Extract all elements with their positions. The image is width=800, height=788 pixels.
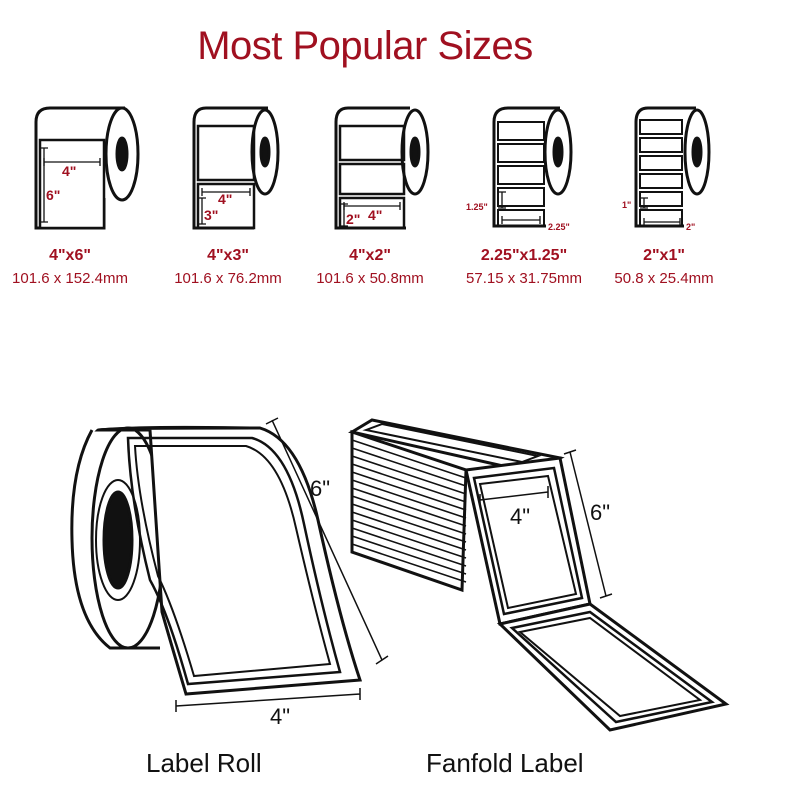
roll-4x6-illustration <box>34 106 140 230</box>
size2-inner-height: 3" <box>204 207 218 223</box>
size2-label: 4"x3" <box>207 247 249 264</box>
size2-inner-width: 4" <box>218 191 232 207</box>
size3-inner-height: 2" <box>346 211 360 227</box>
roll-2x1-illustration <box>634 106 711 228</box>
fanfold-caption: Fanfold Label <box>426 748 584 778</box>
label-roll-height-dimension: 6" <box>310 476 330 501</box>
size4-inner-width: 2.25" <box>548 222 570 232</box>
fanfold-width-dimension: 4" <box>510 504 530 529</box>
size5-inner-height: 1" <box>622 200 631 210</box>
roll-4x3-illustration <box>192 106 280 230</box>
size4-label: 2.25"x1.25" <box>481 247 567 264</box>
size1-label: 4"x6" <box>49 247 91 264</box>
size5-metric: 50.8 x 25.4mm <box>614 270 713 287</box>
size2-metric: 101.6 x 76.2mm <box>174 270 282 287</box>
size4-metric: 57.15 x 31.75mm <box>466 270 582 287</box>
size3-metric: 101.6 x 50.8mm <box>316 270 424 287</box>
size5-inner-width: 2" <box>686 222 695 232</box>
fanfold-height-dimension: 6" <box>590 500 610 525</box>
roll-4x2-illustration <box>334 106 430 230</box>
label-roll-illustration <box>70 417 389 712</box>
fanfold-illustration <box>348 418 730 732</box>
roll-2.25x1.25-illustration <box>492 106 573 228</box>
page-title: Most Popular Sizes <box>197 24 533 68</box>
size3-label: 4"x2" <box>349 247 391 264</box>
label-roll-width-dimension: 4" <box>270 704 290 729</box>
size1-inner-height: 6" <box>46 187 60 203</box>
size1-inner-width: 4" <box>62 163 76 179</box>
size1-metric: 101.6 x 152.4mm <box>12 270 128 287</box>
size5-label: 2"x1" <box>643 247 685 264</box>
size3-inner-width: 4" <box>368 207 382 223</box>
size4-inner-height: 1.25" <box>466 202 488 212</box>
label-roll-caption: Label Roll <box>146 748 262 778</box>
